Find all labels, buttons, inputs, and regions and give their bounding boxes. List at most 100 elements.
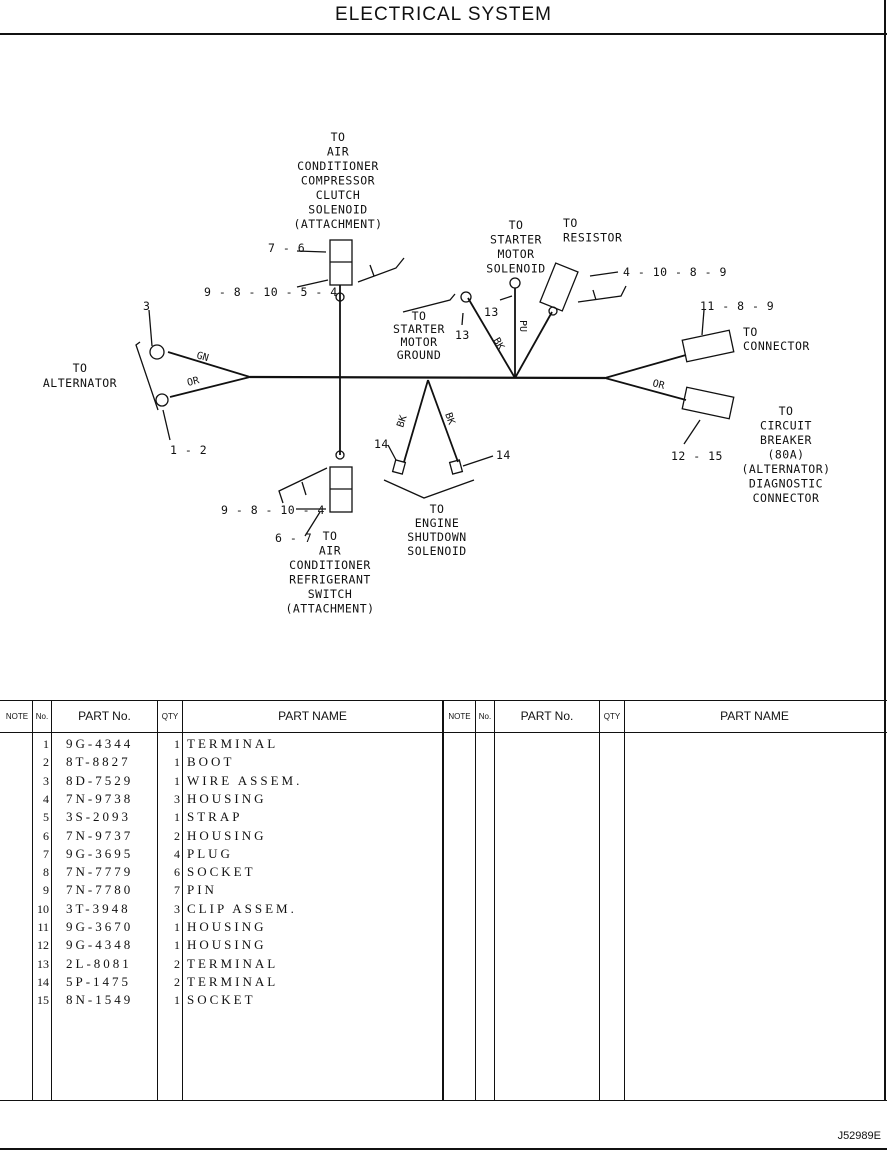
header-qty-2: QTY xyxy=(603,712,621,721)
header-note: NOTE xyxy=(5,712,29,721)
col-rule xyxy=(32,700,33,1100)
col-rule xyxy=(182,700,183,1100)
row-part-name: WIRE ASSEM. xyxy=(187,772,303,788)
callout-14b: 14 xyxy=(496,448,511,462)
row-part-no: 9G-3695 xyxy=(66,845,134,861)
row-no: 10 xyxy=(37,901,49,916)
label-line: (80A) xyxy=(767,448,804,462)
header-part-name-2: PART NAME xyxy=(720,709,789,723)
row-part-no: 5P-1475 xyxy=(66,973,132,989)
wire-bk-ground: BK xyxy=(490,336,506,352)
row-part-name: STRAP xyxy=(187,809,243,825)
label-line: SHUTDOWN xyxy=(407,530,466,544)
row-part-no: 9G-4348 xyxy=(66,937,134,953)
figure-reference: J52989E xyxy=(837,1130,881,1142)
row-part-no: 9G-4344 xyxy=(66,736,134,751)
row-part-name: PLUG xyxy=(187,845,233,861)
wire-or-left: OR xyxy=(186,375,201,389)
row-part-name: HOUSING xyxy=(187,919,267,934)
title-rule xyxy=(0,33,887,35)
label-ac-compressor: TOAIRCONDITIONERCOMPRESSORCLUTCHSOLENOID… xyxy=(293,130,382,231)
label-circuit-breaker: TOCIRCUITBREAKER(80A)(ALTERNATOR)DIAGNOS… xyxy=(741,404,830,505)
header-part-no: PART No. xyxy=(78,709,131,723)
row-part-name: SOCKET xyxy=(187,864,256,880)
label-line: GROUND xyxy=(397,348,442,362)
label-line: TO xyxy=(743,325,758,339)
callout-3: 3 xyxy=(143,299,150,313)
row-part-name: TERMINAL xyxy=(187,955,279,971)
row-part-no: 3S-2093 xyxy=(66,809,132,825)
callout-7-6: 7 - 6 xyxy=(268,241,305,255)
row-qty: 6 xyxy=(174,865,180,880)
label-line: SOLENOID xyxy=(407,544,466,558)
row-part-no: 7N-9738 xyxy=(66,790,134,806)
row-qty: 7 xyxy=(174,883,180,898)
row-qty: 1 xyxy=(174,920,180,934)
row-qty: 2 xyxy=(174,828,180,843)
callout-4-10-8-9: 4 - 10 - 8 - 9 xyxy=(623,265,727,279)
label-line: STARTER xyxy=(393,322,445,336)
row-part-name: TERMINAL xyxy=(187,973,279,989)
header-part-no-2: PART No. xyxy=(520,709,574,723)
row-no: 6 xyxy=(43,828,49,843)
label-line: CIRCUIT xyxy=(760,419,812,433)
row-part-name: HOUSING xyxy=(187,937,267,953)
header-no: No. xyxy=(35,712,49,721)
row-qty: 2 xyxy=(174,974,180,989)
label-line: COMPRESSOR xyxy=(301,174,375,188)
label-line: TO xyxy=(331,130,346,144)
label-line: BREAKER xyxy=(760,433,812,447)
row-no: 9 xyxy=(43,883,49,898)
row-no: 8 xyxy=(43,865,49,880)
label-line: ENGINE xyxy=(415,516,460,530)
label-line: REFRIGERANT xyxy=(289,573,371,587)
wire-bk-shutdown-left: BK xyxy=(395,414,409,429)
label-line: AIR xyxy=(319,544,341,558)
label-line: TO xyxy=(779,404,794,418)
label-line: TO xyxy=(563,216,578,230)
row-qty: 1 xyxy=(174,810,180,825)
label-ac-switch: TOAIRCONDITIONERREFRIGERANTSWITCH(ATTACH… xyxy=(285,529,374,616)
label-line: CONNECTOR xyxy=(743,339,810,353)
row-no: 13 xyxy=(37,956,49,971)
callout-9-8-10-4: 9 - 8 - 10 - 4 xyxy=(221,503,325,517)
wire-or-right: OR xyxy=(651,378,666,392)
header-note-2: NOTE xyxy=(448,712,471,721)
label-line: MOTOR xyxy=(400,335,437,349)
row-qty: 1 xyxy=(174,737,180,751)
label-line: MOTOR xyxy=(497,247,534,261)
callout-11-8-9: 11 - 8 - 9 xyxy=(700,299,774,313)
label-line: SOLENOID xyxy=(308,203,367,217)
label-line: (ATTACHMENT) xyxy=(285,602,374,616)
table-bottom-rule xyxy=(0,1100,887,1101)
row-part-no: 9G-3670 xyxy=(66,919,134,934)
row-part-name: BOOT xyxy=(187,754,235,770)
row-no: 7 xyxy=(43,846,49,861)
label-line: TO xyxy=(412,309,427,323)
col-rule xyxy=(475,700,476,1100)
callout-13b: 13 xyxy=(455,328,470,342)
row-part-no: 8N-1549 xyxy=(66,992,134,1008)
row-part-name: CLIP ASSEM. xyxy=(187,900,297,916)
row-no: 1 xyxy=(43,737,49,751)
label-line: TO xyxy=(323,529,338,543)
label-line: SOLENOID xyxy=(486,262,545,276)
page-title: ELECTRICAL SYSTEM xyxy=(335,4,552,25)
row-qty: 1 xyxy=(174,993,180,1008)
page-bottom-rule xyxy=(0,1148,887,1150)
row-qty: 1 xyxy=(174,938,180,953)
row-qty: 3 xyxy=(174,901,180,916)
row-qty: 2 xyxy=(174,956,180,971)
row-no: 4 xyxy=(43,791,49,806)
callout-13a: 13 xyxy=(484,305,499,319)
label-line: (ATTACHMENT) xyxy=(293,217,382,231)
label-line: CONNECTOR xyxy=(753,491,820,505)
label-line: DIAGNOSTIC xyxy=(749,477,823,491)
row-no: 12 xyxy=(37,938,49,953)
label-line: CLUTCH xyxy=(316,188,361,202)
row-part-name: HOUSING xyxy=(187,827,267,843)
col-rule xyxy=(884,0,886,1100)
